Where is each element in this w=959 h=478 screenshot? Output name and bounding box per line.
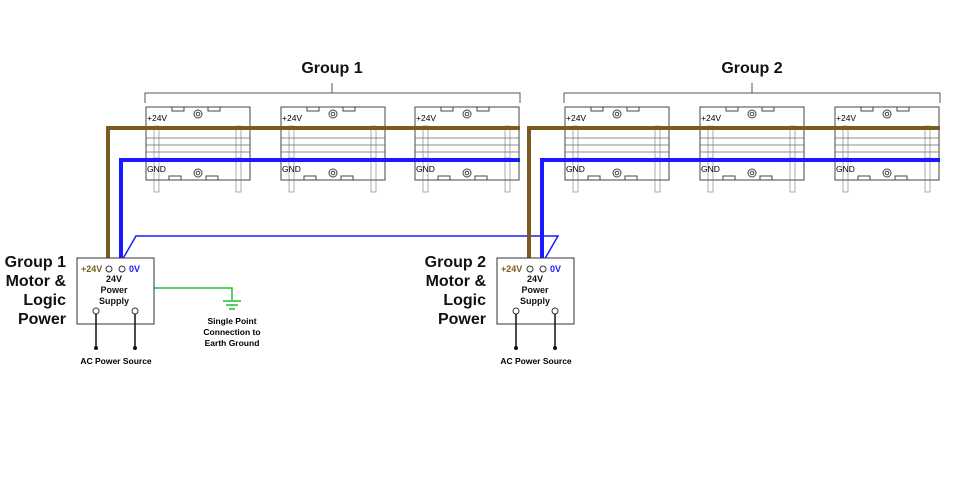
drive-ground-label: GND: [416, 164, 435, 174]
positive-wire-group-2: [527, 126, 940, 268]
ac-terminal-dot: [514, 346, 518, 350]
supply-1-body-1: 24V: [106, 274, 122, 284]
terminal-screw-icon: [551, 307, 559, 315]
supply-1-title-4: Power: [18, 311, 66, 328]
supply-2-body-3: Supply: [520, 296, 550, 306]
drive-positive-label: +24V: [566, 113, 586, 123]
drive-ground-label: GND: [836, 164, 855, 174]
ground-link-wire: [120, 235, 560, 263]
power-supply-1: Group 1 Motor & Logic Power +24V 0V 24V …: [5, 254, 155, 366]
supply-1-title-3: Logic: [23, 292, 66, 309]
supply-2-body-2: Power: [521, 285, 549, 295]
terminal-screw-icon: [131, 307, 139, 315]
ac-terminal-dot: [94, 346, 98, 350]
drive-positive-label: +24V: [147, 113, 167, 123]
earth-ground-label-1: Single Point: [207, 316, 256, 326]
supply-1-body-2: Power: [100, 285, 128, 295]
supply-2-title-4: Power: [438, 311, 486, 328]
supply-2-title-3: Logic: [443, 292, 486, 309]
terminal-screw-icon: [92, 307, 100, 315]
ac-terminal-dot: [133, 346, 137, 350]
drive-ground-label: GND: [282, 164, 301, 174]
drive-module: +24V GND: [699, 106, 805, 193]
positive-wire-group-1: [106, 126, 520, 268]
drive-module: +24V GND: [145, 106, 251, 193]
drive-module: +24V GND: [834, 106, 940, 193]
supply-1-body-3: Supply: [99, 296, 129, 306]
terminal-screw-icon: [105, 265, 113, 273]
supply-1-negative-terminal-label: 0V: [129, 264, 140, 274]
supply-2-title-1: Group 2: [425, 254, 486, 271]
earth-ground-label-3: Earth Ground: [205, 338, 260, 348]
group-2-bracket: [563, 83, 941, 103]
drive-ground-label: GND: [147, 164, 166, 174]
supply-2-source-label: AC Power Source: [500, 356, 572, 366]
group-1-title: Group 1: [301, 60, 362, 77]
drive-positive-label: +24V: [416, 113, 436, 123]
supply-1-positive-terminal-label: +24V: [81, 264, 102, 274]
group-2-wiring: [527, 126, 940, 268]
earth-ground-icon: [223, 300, 241, 310]
terminal-screw-icon: [118, 265, 126, 273]
drive-positive-label: +24V: [836, 113, 856, 123]
drive-module: +24V GND: [564, 106, 670, 193]
group-1-bracket: [144, 83, 521, 103]
earth-ground-label-2: Connection to: [203, 327, 260, 337]
power-supply-2: Group 2 Motor & Logic Power +24V 0V 24V …: [425, 254, 575, 366]
supply-1-source-label: AC Power Source: [80, 356, 152, 366]
ground-wire-group-2: [540, 158, 940, 268]
terminal-screw-icon: [526, 265, 534, 273]
supply-1-title-1: Group 1: [5, 254, 66, 271]
drive-module: +24V GND: [414, 106, 520, 193]
supply-2-positive-terminal-label: +24V: [501, 264, 522, 274]
supply-2-body-1: 24V: [527, 274, 543, 284]
group-1-wiring: [106, 126, 560, 300]
drive-ground-label: GND: [701, 164, 720, 174]
group-2-title: Group 2: [721, 60, 782, 77]
drive-positive-label: +24V: [282, 113, 302, 123]
terminal-screw-icon: [539, 265, 547, 273]
supply-1-title-2: Motor &: [6, 273, 67, 290]
supply-2-negative-terminal-label: 0V: [550, 264, 561, 274]
terminal-screw-icon: [512, 307, 520, 315]
ac-terminal-dot: [553, 346, 557, 350]
drive-ground-label: GND: [566, 164, 585, 174]
ground-wire-group-1: [119, 158, 520, 268]
drive-positive-label: +24V: [701, 113, 721, 123]
drive-module: +24V GND: [280, 106, 386, 193]
supply-2-title-2: Motor &: [426, 273, 487, 290]
